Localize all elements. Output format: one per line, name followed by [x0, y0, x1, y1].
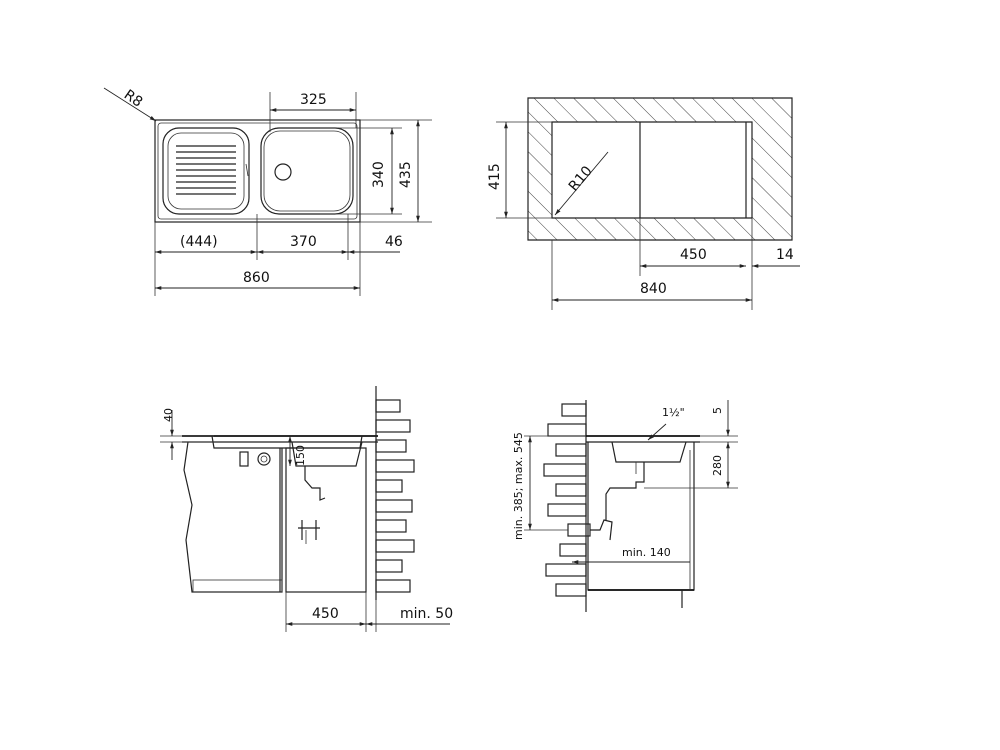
- drain-hole: [274, 163, 292, 181]
- worktop-hatch: [527, 97, 793, 241]
- radius-r10-label: R10: [566, 163, 596, 194]
- front-section-view: 150 40 450 min. 50: [160, 386, 453, 632]
- dim-415: 415: [487, 163, 503, 190]
- dim-435: 435: [398, 161, 414, 188]
- dim-340: 340: [371, 161, 387, 188]
- dim-min-50: min. 50: [400, 606, 453, 622]
- sink-outline: [154, 119, 361, 223]
- brick-wall-side: [543, 400, 587, 612]
- wall-outlet: [567, 523, 591, 537]
- worktop-cutout-view: 415 R10 450 14 840: [487, 97, 800, 310]
- sink-top-view: R8 325 340 435 (444) 370 46 860: [103, 87, 432, 296]
- dim-444: (444): [180, 234, 218, 250]
- sink-bowl: [260, 127, 354, 215]
- dim-450: 450: [680, 247, 707, 263]
- drainer-grooves: [176, 145, 236, 195]
- brick-wall-front: [375, 386, 415, 600]
- dim-40: 40: [162, 408, 175, 422]
- dim-min-140: min. 140: [622, 546, 671, 559]
- radius-r8-label: R8: [121, 87, 145, 111]
- dim-325: 325: [300, 92, 327, 108]
- right-cabinet: [285, 447, 367, 593]
- dim-46: 46: [385, 234, 403, 250]
- dim-450-front: 450: [312, 606, 339, 622]
- pipe-size-label: 1½": [662, 406, 685, 419]
- drain-pipe: [605, 462, 645, 520]
- siphon: [304, 466, 326, 501]
- tap-hole: [239, 451, 249, 467]
- bowl-section: [291, 441, 363, 467]
- side-cabinet: [587, 442, 695, 591]
- dim-min-max: min. 385; max. 545: [512, 432, 525, 540]
- dim-14: 14: [776, 247, 794, 263]
- bowl-side: [611, 441, 687, 463]
- sink-inner-edge: [157, 122, 358, 220]
- dim-860: 860: [243, 270, 270, 286]
- dim-280: 280: [711, 455, 724, 476]
- drainer-board: [162, 127, 250, 215]
- side-section-view: 1½" min. 385; max. 545 5 280 min. 140: [512, 400, 738, 612]
- dim-5: 5: [711, 407, 724, 414]
- overflow: [257, 452, 271, 466]
- dim-150: 150: [294, 445, 307, 466]
- dim-840: 840: [640, 281, 667, 297]
- dim-370: 370: [290, 234, 317, 250]
